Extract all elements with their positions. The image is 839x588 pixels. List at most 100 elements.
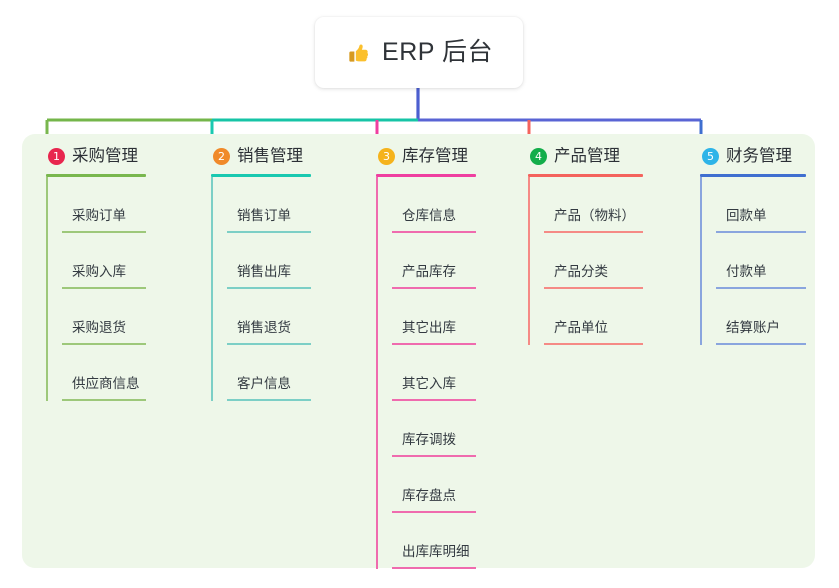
leaf-node[interactable]: 供应商信息 — [46, 345, 146, 401]
branch-badge-5: 5 — [702, 147, 719, 165]
branch-title-4: 产品管理 — [554, 146, 620, 165]
branch-title-1: 采购管理 — [72, 146, 138, 165]
root-node[interactable]: ERP 后台 — [315, 17, 523, 88]
branch-badge-2: 2 — [213, 147, 230, 165]
branch-title-3: 库存管理 — [402, 146, 468, 165]
leaf-node[interactable]: 客户信息 — [211, 345, 311, 401]
leaf-label: 产品分类 — [554, 264, 608, 279]
leaf-label: 销售退货 — [237, 320, 291, 335]
leaf-underline — [544, 231, 643, 233]
leaf-underline — [227, 343, 311, 345]
branches-panel — [22, 134, 815, 568]
leaf-label: 销售出库 — [237, 264, 291, 279]
leaf-underline — [544, 343, 643, 345]
leaf-label: 库存盘点 — [402, 488, 456, 503]
leaf-label: 其它出库 — [402, 320, 456, 335]
branch-spine-1 — [46, 177, 48, 401]
leaf-node[interactable]: 销售订单 — [211, 177, 311, 233]
leaf-label: 产品（物料） — [554, 208, 635, 223]
branch-spine-5 — [700, 177, 702, 345]
leaf-underline — [392, 511, 476, 513]
leaf-label: 客户信息 — [237, 376, 291, 391]
branch-header-rule-1 — [46, 174, 146, 177]
leaf-node[interactable]: 回款单 — [700, 177, 806, 233]
leaf-underline — [392, 455, 476, 457]
leaf-underline — [392, 399, 476, 401]
branch-column-3: 3 库存管理仓库信息产品库存其它出库其它入库库存调拨库存盘点出库库明细 — [376, 145, 476, 569]
leaf-underline — [392, 287, 476, 289]
branch-title-2: 销售管理 — [237, 146, 303, 165]
leaf-underline — [392, 567, 476, 569]
branch-badge-4: 4 — [530, 147, 547, 165]
leaf-label: 仓库信息 — [402, 208, 456, 223]
leaf-node[interactable]: 产品分类 — [528, 233, 643, 289]
branch-items-1: 采购订单采购入库采购退货供应商信息 — [46, 177, 146, 401]
leaf-node[interactable]: 销售退货 — [211, 289, 311, 345]
leaf-label: 采购订单 — [72, 208, 126, 223]
leaf-underline — [716, 231, 806, 233]
leaf-label: 采购退货 — [72, 320, 126, 335]
leaf-underline — [62, 231, 146, 233]
leaf-node[interactable]: 其它出库 — [376, 289, 476, 345]
branch-column-5: 5 财务管理回款单付款单结算账户 — [700, 145, 806, 345]
branch-items-3: 仓库信息产品库存其它出库其它入库库存调拨库存盘点出库库明细 — [376, 177, 476, 569]
leaf-node[interactable]: 仓库信息 — [376, 177, 476, 233]
branch-column-2: 2 销售管理销售订单销售出库销售退货客户信息 — [211, 145, 311, 401]
branch-header-2[interactable]: 2 销售管理 — [211, 145, 311, 167]
branch-spine-3 — [376, 177, 378, 569]
branch-header-rule-3 — [376, 174, 476, 177]
leaf-node[interactable]: 结算账户 — [700, 289, 806, 345]
leaf-underline — [392, 231, 476, 233]
leaf-underline — [716, 343, 806, 345]
leaf-node[interactable]: 采购退货 — [46, 289, 146, 345]
branch-items-2: 销售订单销售出库销售退货客户信息 — [211, 177, 311, 401]
branch-items-5: 回款单付款单结算账户 — [700, 177, 806, 345]
leaf-underline — [227, 231, 311, 233]
root-node-content: ERP 后台 — [345, 40, 493, 66]
leaf-underline — [62, 287, 146, 289]
leaf-label: 供应商信息 — [72, 376, 140, 391]
leaf-underline — [227, 399, 311, 401]
leaf-node[interactable]: 付款单 — [700, 233, 806, 289]
leaf-label: 销售订单 — [237, 208, 291, 223]
branch-header-rule-2 — [211, 174, 311, 177]
branch-header-5[interactable]: 5 财务管理 — [700, 145, 806, 167]
root-title: ERP 后台 — [382, 38, 493, 66]
leaf-node[interactable]: 出库库明细 — [376, 513, 476, 569]
leaf-label: 产品库存 — [402, 264, 456, 279]
branch-header-rule-4 — [528, 174, 643, 177]
leaf-label: 付款单 — [726, 264, 767, 279]
thumbs-up-icon — [349, 43, 369, 62]
branch-header-3[interactable]: 3 库存管理 — [376, 145, 476, 167]
leaf-label: 采购入库 — [72, 264, 126, 279]
branch-header-4[interactable]: 4 产品管理 — [528, 145, 643, 167]
leaf-underline — [227, 287, 311, 289]
leaf-label: 库存调拨 — [402, 432, 456, 447]
branch-spine-2 — [211, 177, 213, 401]
branch-header-rule-5 — [700, 174, 806, 177]
branch-spine-4 — [528, 177, 530, 345]
leaf-node[interactable]: 采购入库 — [46, 233, 146, 289]
leaf-underline — [544, 287, 643, 289]
leaf-node[interactable]: 库存调拨 — [376, 401, 476, 457]
leaf-node[interactable]: 产品库存 — [376, 233, 476, 289]
leaf-node[interactable]: 产品（物料） — [528, 177, 643, 233]
leaf-node[interactable]: 产品单位 — [528, 289, 643, 345]
branch-title-5: 财务管理 — [726, 146, 792, 165]
branch-items-4: 产品（物料） 产品分类产品单位 — [528, 177, 643, 345]
leaf-underline — [716, 287, 806, 289]
leaf-node[interactable]: 采购订单 — [46, 177, 146, 233]
leaf-node[interactable]: 销售出库 — [211, 233, 311, 289]
leaf-node[interactable]: 其它入库 — [376, 345, 476, 401]
leaf-label: 出库库明细 — [402, 544, 470, 559]
leaf-node[interactable]: 库存盘点 — [376, 457, 476, 513]
branch-badge-3: 3 — [378, 147, 395, 165]
leaf-label: 回款单 — [726, 208, 767, 223]
leaf-label: 其它入库 — [402, 376, 456, 391]
branch-column-4: 4 产品管理产品（物料） 产品分类产品单位 — [528, 145, 643, 345]
leaf-label: 结算账户 — [726, 320, 780, 335]
leaf-underline — [62, 399, 146, 401]
